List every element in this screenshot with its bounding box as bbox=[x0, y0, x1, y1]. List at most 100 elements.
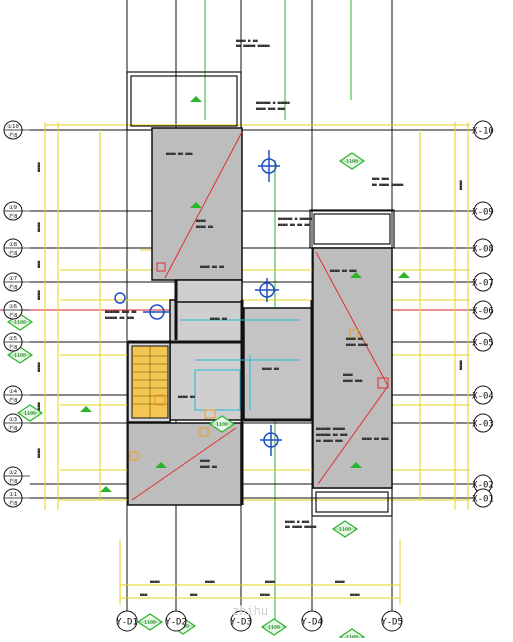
left-axis-label-bottom: Ⓟ8 bbox=[9, 131, 18, 139]
svg-text:■■■■: ■■■■ bbox=[200, 458, 210, 463]
svg-text:■■■■ ■■■■: ■■■■ ■■■■ bbox=[346, 342, 368, 347]
axis-bubble-y-d3: Y-D3 bbox=[230, 610, 252, 632]
axis-label: X-07 bbox=[472, 279, 494, 289]
svg-text:■■■■ ■■: ■■■■ ■■ bbox=[210, 316, 227, 321]
svg-text:■■■■ ■■ ■■■: ■■■■ ■■ ■■■ bbox=[362, 436, 389, 441]
svg-text:■■ ■■■■■ ■■■■■: ■■ ■■■■■ ■■■■■ bbox=[236, 43, 270, 48]
svg-text:■■■■: ■■■■ bbox=[36, 402, 41, 412]
left-axis-label-bottom: Ⓟ8 bbox=[9, 396, 18, 404]
svg-text:■■■■: ■■■■ bbox=[36, 362, 41, 372]
svg-text:■■■■■■ ■■ ■■■: ■■■■■■ ■■ ■■■ bbox=[316, 432, 348, 437]
left-axis-label-top: ①10 bbox=[7, 123, 19, 130]
svg-text:■■■■■■ ■ ■■■■■: ■■■■■■ ■ ■■■■■ bbox=[278, 216, 312, 221]
left-axis-label-top: ①4 bbox=[9, 388, 18, 395]
elevation-targets bbox=[114, 150, 282, 456]
svg-text:■■ ■■■■ ■■■■■: ■■ ■■■■ ■■■■■ bbox=[285, 524, 317, 529]
room-east bbox=[312, 247, 393, 489]
left-axis-label-top: ①8 bbox=[9, 241, 17, 248]
svg-text:■■■■: ■■■■ bbox=[36, 448, 41, 458]
section-tag-label: 1100 bbox=[346, 159, 358, 165]
svg-text:■■ ■■■■ ■■■■■: ■■ ■■■■ ■■■■■ bbox=[372, 182, 404, 187]
staircase bbox=[131, 345, 169, 419]
left-axis-label-top: ①3 bbox=[9, 416, 17, 423]
axis-label: X-08 bbox=[472, 245, 494, 255]
axis-label: X-06 bbox=[472, 307, 494, 317]
svg-text:■■■■: ■■■■ bbox=[36, 162, 41, 172]
left-axis-label-top: ①2 bbox=[9, 469, 17, 476]
svg-text:■■■■ ■■ ■■ ■■: ■■■■ ■■ ■■ ■■ bbox=[278, 222, 310, 227]
section-tag-label: 1100 bbox=[24, 411, 36, 417]
axis-bubble-x-03: X-03 bbox=[470, 413, 494, 433]
svg-text:■■■■: ■■■■ bbox=[260, 592, 270, 597]
walls bbox=[128, 280, 314, 505]
axis-label: X-02 bbox=[472, 481, 494, 491]
axis-label: X-04 bbox=[472, 392, 494, 402]
left-axis-label-bottom: Ⓟ8 bbox=[9, 499, 18, 507]
bottom-dimension-numbers: ■■■■ ■■■■ ■■■■ ■■■■ ■■■ ■■■ ■■■■ ■■■■ bbox=[140, 579, 360, 597]
axis-label: Y-D3 bbox=[230, 618, 252, 628]
watermark: zhihu bbox=[232, 604, 268, 618]
svg-text:■■■■: ■■■■ bbox=[150, 579, 160, 584]
svg-text:■■■■ ■■ ■■: ■■■■ ■■ ■■ bbox=[200, 264, 225, 269]
section-symbols: 1100110011001100110011001100110011001100 bbox=[6, 152, 366, 642]
svg-text:■■■■■■ ■■■■■: ■■■■■■ ■■■■■ bbox=[316, 426, 345, 431]
left-axis-label-top: ①7 bbox=[9, 275, 17, 282]
axis-label: Y-D5 bbox=[381, 618, 403, 628]
section-tag: 1100 bbox=[260, 618, 288, 636]
section-tag-label: 1100 bbox=[14, 353, 26, 359]
room-diagonals bbox=[131, 131, 389, 501]
section-tag-label: 1100 bbox=[268, 625, 280, 631]
svg-text:■■■■ ■■■: ■■■■ ■■■ bbox=[343, 378, 363, 383]
axis-label: X-05 bbox=[472, 339, 494, 349]
axis-bubble-x-04: X-04 bbox=[470, 385, 494, 405]
svg-text:■■■: ■■■ bbox=[190, 592, 198, 597]
axis-label: X-01 bbox=[472, 495, 494, 505]
axis-bubble-x-05: X-05 bbox=[470, 332, 494, 352]
section-tag: 1100 bbox=[338, 152, 366, 170]
axis-bubble-x-08: X-08 bbox=[470, 238, 494, 258]
svg-text:■■■■ ■■ ■■■: ■■■■ ■■ ■■■ bbox=[330, 268, 357, 273]
axis-bubble-x-07: X-07 bbox=[470, 272, 494, 292]
svg-text:■■■: ■■■ bbox=[36, 260, 41, 268]
rooms bbox=[127, 127, 393, 506]
left-axis-label-bottom: Ⓟ8 bbox=[9, 249, 18, 257]
svg-text:■■■■ ■■: ■■■■ ■■ bbox=[346, 336, 363, 341]
svg-text:■■■■: ■■■■ bbox=[265, 579, 275, 584]
svg-text:■■■■■ ■■ ■■■: ■■■■■ ■■ ■■■ bbox=[105, 315, 134, 320]
detail-lines bbox=[129, 262, 389, 461]
left-axis-label-bottom: Ⓟ8 bbox=[9, 477, 18, 485]
axis-bubble-y-d1: Y-D1 bbox=[116, 610, 138, 632]
left-axis-label-bottom: Ⓟ8 bbox=[9, 424, 18, 432]
svg-text:■■■■: ■■■■ bbox=[350, 592, 360, 597]
section-tag-label: 1100 bbox=[14, 320, 26, 326]
svg-text:■■■■ ■■: ■■■■ ■■ bbox=[262, 366, 279, 371]
section-tag: 1100 bbox=[338, 628, 366, 642]
room-lobby bbox=[175, 279, 243, 303]
svg-text:■■■■ ■ ■■: ■■■■ ■ ■■ bbox=[236, 38, 258, 43]
svg-text:■■■■: ■■■■ bbox=[458, 360, 463, 370]
duct-annotations bbox=[180, 319, 300, 411]
svg-text:■■■■: ■■■■ bbox=[343, 372, 353, 377]
svg-text:■■■■ ■■: ■■■■ ■■ bbox=[200, 464, 217, 469]
axis-label: X-10 bbox=[472, 127, 494, 137]
svg-text:■■■■ ■■: ■■■■ ■■ bbox=[196, 224, 213, 229]
axis-label: Y-D4 bbox=[301, 618, 323, 628]
right-axis-bubbles: X-10X-09X-08X-07X-06X-05X-04X-03X-02X-01 bbox=[470, 120, 494, 508]
axis-label: Y-D1 bbox=[116, 618, 138, 628]
axis-label: Y-D2 bbox=[165, 618, 187, 628]
svg-text:■■■■ ■■■ ■■■: ■■■■ ■■■ ■■■ bbox=[256, 106, 285, 111]
svg-text:■■■■ ■■: ■■■■ ■■ bbox=[178, 394, 195, 399]
svg-text:■■■■: ■■■■ bbox=[205, 579, 215, 584]
section-tag: 1100 bbox=[331, 520, 359, 538]
left-axis-label-top: ①9 bbox=[9, 204, 17, 211]
